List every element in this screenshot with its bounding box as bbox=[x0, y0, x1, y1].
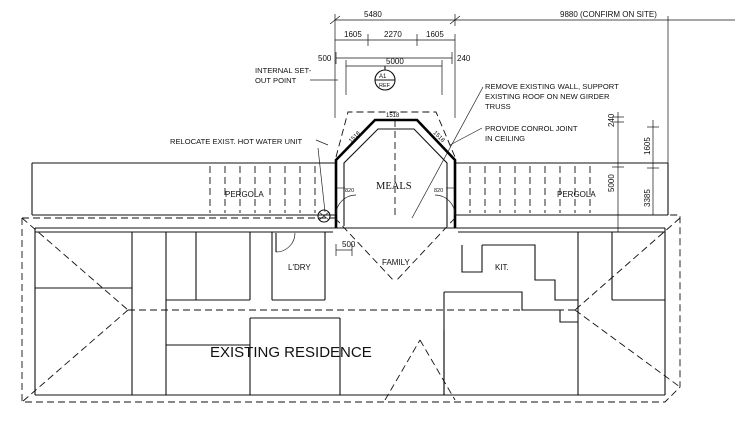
dim-side-240: 240 bbox=[607, 113, 616, 127]
dim-height-5000: 5000 bbox=[607, 174, 616, 192]
label-family: FAMILY bbox=[382, 258, 411, 267]
dim-seg-left: 1605 bbox=[344, 30, 362, 39]
note-joint-line2: IN CEILING bbox=[485, 134, 525, 143]
dim-bay-left: 1518 bbox=[348, 130, 362, 144]
hwu-leader-2 bbox=[317, 147, 326, 213]
pergola-structure bbox=[31, 162, 669, 216]
note-hot-water-unit: RELOCATE EXIST. HOT WATER UNIT bbox=[170, 137, 303, 146]
dim-setout-500: 500 bbox=[318, 54, 332, 63]
marker-top: A1 bbox=[379, 74, 387, 80]
note-joint-line1: PROVIDE CONROL JOINT bbox=[485, 124, 578, 133]
dim-bay-top: 1518 bbox=[386, 113, 400, 119]
joint-leader bbox=[449, 127, 483, 146]
dim-gap-500: 500 bbox=[342, 240, 356, 249]
dim-height-3385: 3385 bbox=[643, 189, 652, 207]
section-marker bbox=[374, 66, 396, 91]
hwu-leader bbox=[315, 139, 329, 146]
marker-bottom: REF bbox=[379, 83, 391, 89]
dim-bay-820-left: 820 bbox=[345, 188, 354, 194]
laundry-door bbox=[275, 232, 296, 253]
existing-walls bbox=[34, 227, 666, 396]
right-dimension-lines bbox=[612, 112, 659, 233]
note-remove-line3: TRUSS bbox=[485, 102, 511, 111]
dim-side-1605: 1605 bbox=[643, 137, 652, 155]
label-pergola-right: PERGOLA bbox=[557, 190, 596, 199]
meals-bay bbox=[334, 111, 457, 228]
note-remove-line1: REMOVE EXISTING WALL, SUPPORT bbox=[485, 82, 619, 91]
label-laundry: L'DRY bbox=[288, 263, 311, 272]
label-kitchen: KIT. bbox=[495, 263, 509, 272]
hot-water-unit-symbol bbox=[317, 209, 331, 223]
dim-span-5000: 5000 bbox=[386, 57, 404, 66]
dim-confirm-on-site: 9880 (CONFIRM ON SITE) bbox=[560, 10, 657, 19]
dim-seg-mid: 2270 bbox=[384, 30, 402, 39]
label-pergola-left: PERGOLA bbox=[225, 190, 264, 199]
dim-overall: 5480 bbox=[364, 10, 382, 19]
top-dimension-lines bbox=[329, 14, 735, 170]
note-remove-line2: EXISTING ROOF ON NEW GIRDER bbox=[485, 92, 610, 101]
note-setout-line1: INTERNAL SET- bbox=[255, 66, 312, 75]
roof-outline bbox=[21, 214, 681, 403]
dim-bay-820-right: 820 bbox=[434, 188, 443, 194]
label-existing-residence: EXISTING RESIDENCE bbox=[210, 344, 372, 361]
label-meals: MEALS bbox=[376, 181, 412, 192]
gap-dimension bbox=[335, 244, 353, 256]
dim-seg-right: 1605 bbox=[426, 30, 444, 39]
dim-setout-240: 240 bbox=[457, 54, 471, 63]
note-setout-line2: OUT POINT bbox=[255, 76, 297, 85]
